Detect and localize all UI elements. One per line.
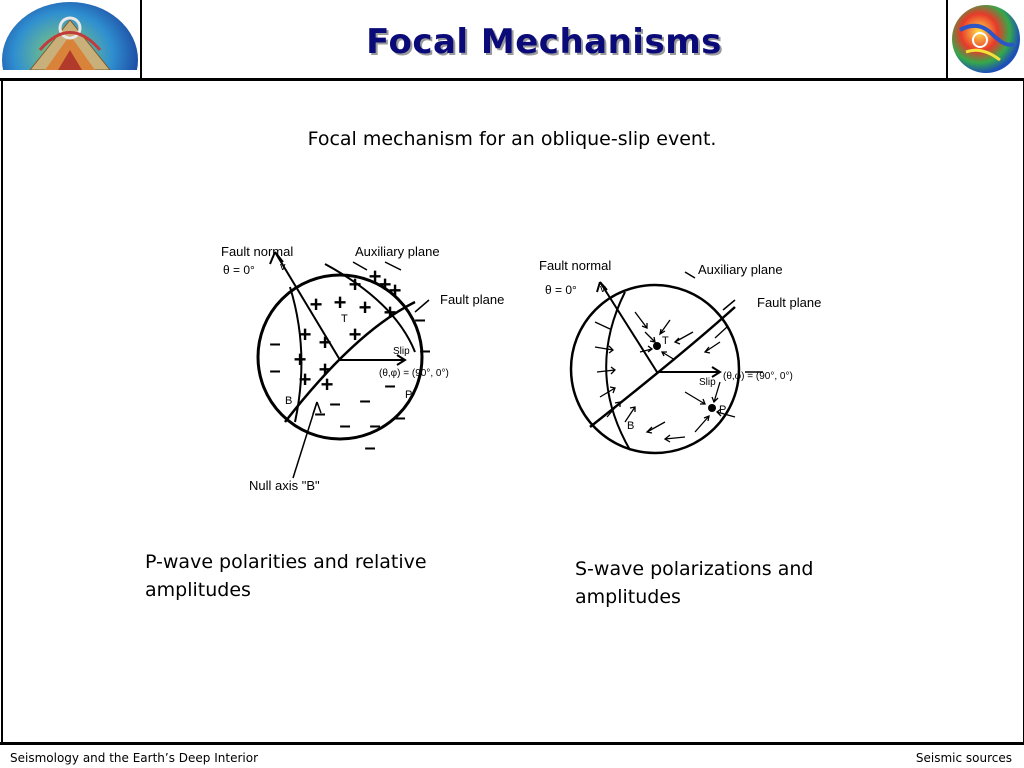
footer-section-title: Seismic sources [915,751,1012,765]
svg-text:+: + [349,272,362,297]
svg-text:+: + [299,322,312,347]
svg-text:+: + [389,278,402,303]
svg-text:+: + [334,290,347,315]
svg-text:–: – [339,415,350,437]
header-rule [0,78,1024,81]
content-frame [1,81,1024,742]
svg-text:–: – [414,309,425,331]
svg-text:–: – [384,375,395,397]
right-theta-phi-label: (θ,φ) = (90°, 0°) [723,371,793,382]
svg-text:–: – [314,403,325,425]
earth-cutaway-logo [0,0,142,78]
svg-text:–: – [269,360,280,382]
focal-mechanism-diagrams: +++ +++ +++ +++ +++ ––– ––– ––– ––– Faul… [221,244,821,493]
svg-text:–: – [419,340,430,362]
slide-footer: Seismology and the Earth’s Deep Interior… [0,745,1024,768]
right-v-label: v [600,283,606,295]
footer-rule [0,742,1024,745]
slide-header: Focal Mechanisms [0,0,1024,80]
left-fault-plane [284,300,416,423]
svg-text:+: + [294,347,307,372]
focal-mechanism-figure: +++ +++ +++ +++ +++ ––– ––– ––– ––– Faul… [215,232,845,497]
left-p-axis-label: P [405,389,412,401]
right-slip-arrow [657,366,722,378]
svg-text:–: – [364,437,375,459]
s-wave-beachball: Fault normal θ = 0° v Auxiliary plane Fa… [539,258,821,455]
right-p-axis-dot [708,404,716,412]
earth-cutaway-icon [0,2,140,78]
null-axis-label: Null axis "B" [249,478,320,493]
svg-text:+: + [379,272,392,297]
svg-text:+: + [319,330,332,355]
svg-text:–: – [359,390,370,412]
left-auxiliary-plane-label: Auxiliary plane [355,244,440,259]
right-theta-label: θ = 0° [545,283,577,297]
p-wave-beachball: +++ +++ +++ +++ +++ ––– ––– ––– ––– Faul… [221,244,504,493]
svg-text:–: – [394,407,405,429]
right-p-axis-label: P [719,404,726,416]
page-title: Focal Mechanisms [366,22,722,62]
right-fault-plane-label: Fault plane [757,295,821,310]
left-slip-arrow [340,354,407,366]
svg-text:–: – [329,393,340,415]
s-wave-label: S-wave polarizations and amplitudes [575,558,814,608]
right-b-axis-label: B [627,420,634,432]
left-fault-plane-label: Fault plane [440,292,504,307]
svg-text:+: + [321,372,334,397]
left-b-axis-label: B [285,395,292,407]
right-t-axis-label: T [662,335,669,347]
left-t-axis-label: T [341,313,348,325]
left-theta-phi-label: (θ,φ) = (90°, 0°) [379,368,449,379]
left-theta-label: θ = 0° [223,263,255,277]
right-t-axis-dot [653,342,661,350]
left-v-label: v [280,261,286,273]
svg-text:–: – [369,415,380,437]
svg-text:+: + [384,300,397,325]
right-slip-label: Slip [699,377,716,388]
left-fault-normal-label: Fault normal [221,244,293,259]
right-auxiliary-plane-label: Auxiliary plane [698,262,783,277]
left-sphere-outline [256,273,424,441]
figure-caption: Focal mechanism for an oblique-slip even… [307,128,717,150]
svg-text:+: + [349,322,362,347]
svg-text:+: + [359,295,372,320]
svg-text:+: + [319,357,332,382]
right-sphere-outline [569,283,741,455]
svg-text:–: – [269,333,280,355]
globe-tomography-logo [946,0,1024,78]
right-fault-normal-label: Fault normal [539,258,611,273]
svg-text:+: + [310,292,323,317]
svg-text:+: + [299,367,312,392]
footer-course-title: Seismology and the Earth’s Deep Interior [10,751,258,765]
globe-icon [952,5,1020,73]
p-wave-label: P-wave polarities and relative amplitude… [145,551,427,601]
svg-text:+: + [369,264,382,289]
left-slip-label: Slip [393,346,410,357]
